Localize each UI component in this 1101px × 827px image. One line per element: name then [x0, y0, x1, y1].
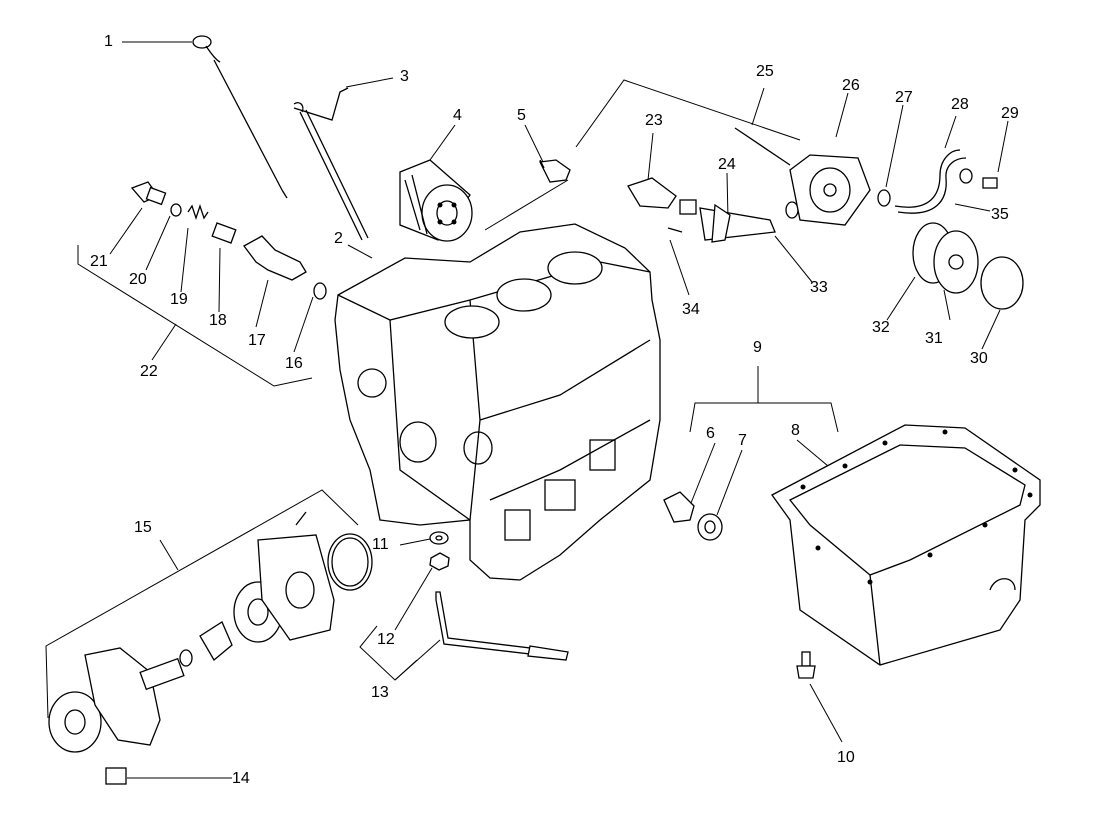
- callout-21: 21: [90, 253, 108, 270]
- callout-22: 22: [140, 363, 158, 380]
- callout-28: 28: [951, 96, 969, 113]
- callout-13: 13: [371, 684, 389, 701]
- callout-31: 31: [925, 330, 943, 347]
- callout-32: 32: [872, 319, 890, 336]
- callout-17: 17: [248, 332, 266, 349]
- callout-8: 8: [791, 422, 800, 439]
- cylinder-block: [334, 223, 661, 581]
- callout-12: 12: [377, 631, 395, 648]
- oil-pan: [771, 424, 1041, 666]
- callout-16: 16: [285, 355, 303, 372]
- callout-14: 14: [232, 770, 250, 787]
- callout-6: 6: [706, 425, 715, 442]
- drain-plug-set: [663, 491, 723, 541]
- oil-pump-assembly: [48, 511, 373, 785]
- callout-29: 29: [1001, 105, 1019, 122]
- callout-19: 19: [170, 291, 188, 308]
- callout-5: 5: [517, 107, 526, 124]
- callout-9: 9: [753, 339, 762, 356]
- callout-20: 20: [129, 271, 147, 288]
- callout-2: 2: [334, 230, 343, 247]
- callout-10: 10: [837, 749, 855, 766]
- callout-27: 27: [895, 89, 913, 106]
- oil-pressure-switch: [539, 159, 571, 183]
- callout-34: 34: [682, 301, 700, 318]
- callout-23: 23: [645, 112, 663, 129]
- callout-1: 1: [104, 33, 113, 50]
- callout-11: 11: [372, 536, 389, 553]
- leader-lines: [45, 41, 1009, 779]
- callout-24: 24: [718, 156, 736, 173]
- callout-4: 4: [453, 107, 462, 124]
- dipstick-tube: [293, 87, 369, 241]
- oil-cooler-set: [627, 127, 1024, 310]
- callout-18: 18: [209, 312, 227, 329]
- stud-nut-set: [429, 531, 569, 661]
- callout-26: 26: [842, 77, 860, 94]
- callout-7: 7: [738, 432, 747, 449]
- callout-35: 35: [991, 206, 1009, 223]
- callout-30: 30: [970, 350, 988, 367]
- oil-filter: [399, 159, 473, 242]
- drain-bolt: [796, 651, 816, 679]
- relief-valve-set: [130, 181, 327, 300]
- callout-3: 3: [400, 68, 409, 85]
- callout-25: 25: [756, 63, 774, 80]
- dipstick: [192, 35, 288, 199]
- callout-15: 15: [134, 519, 152, 536]
- callout-33: 33: [810, 279, 828, 296]
